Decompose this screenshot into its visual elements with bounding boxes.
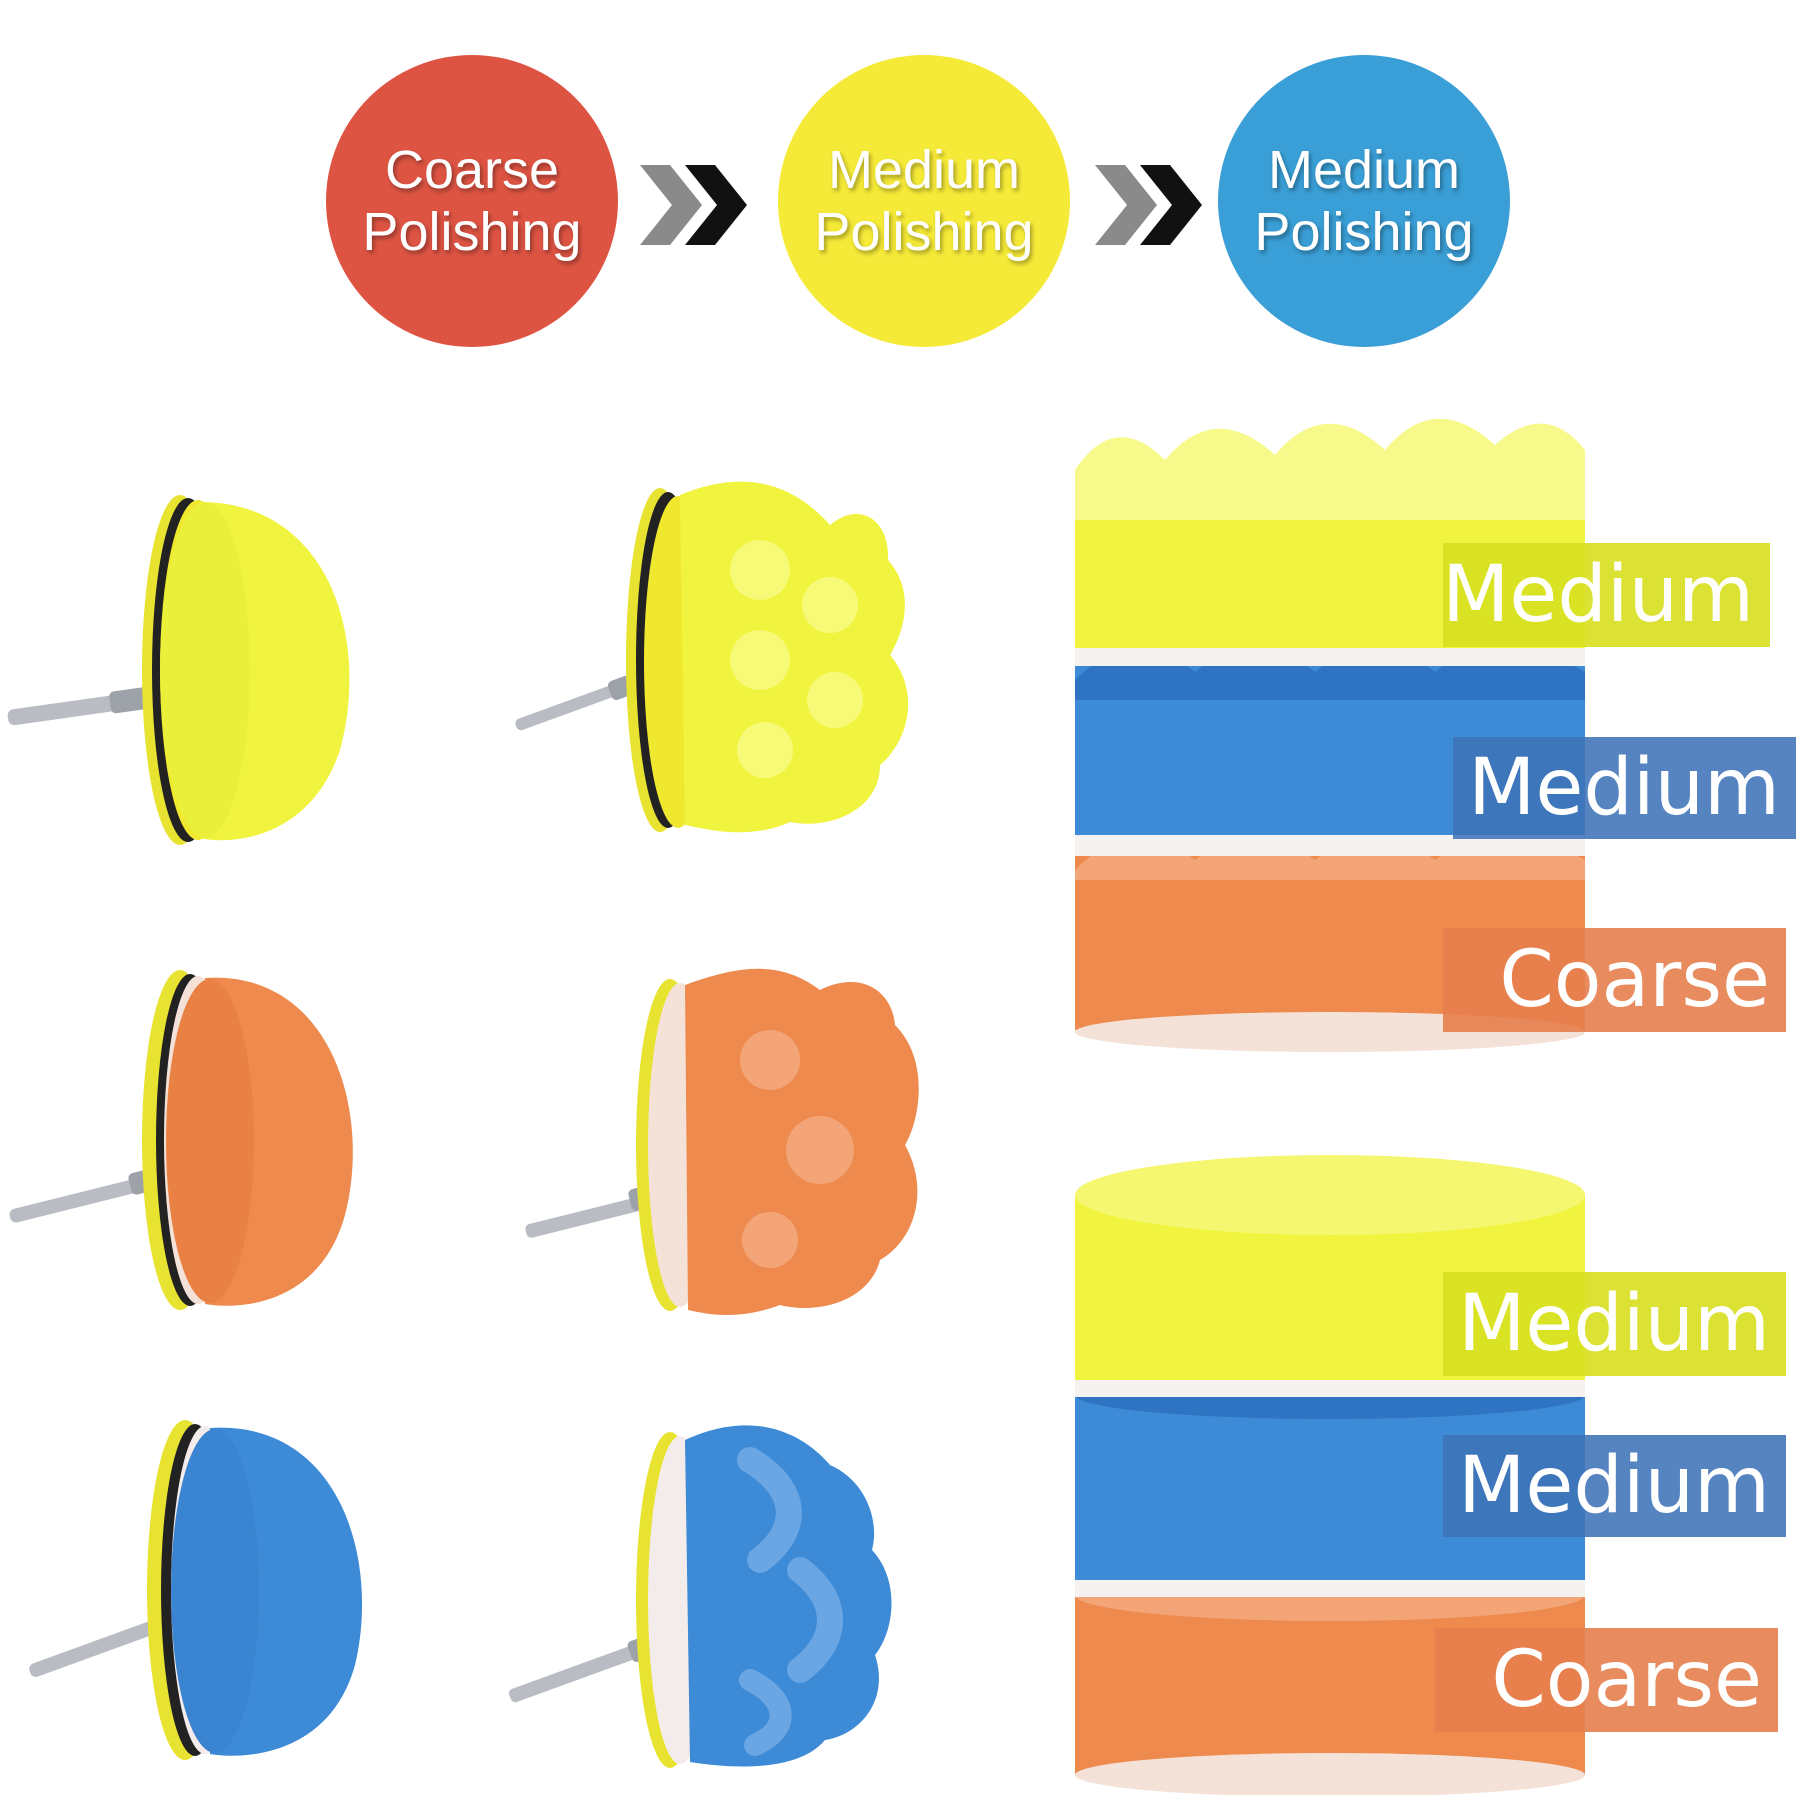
step-3-line-1: Medium [1267, 140, 1461, 200]
waffle-orange-pad [520, 920, 980, 1340]
label-top-medium-blue: Medium [1453, 737, 1796, 839]
flat-blue-pad [20, 1370, 400, 1790]
flat-orange-pad [0, 910, 380, 1330]
double-chevron-right-icon [1095, 165, 1202, 245]
label-top-medium-yellow: Medium [1442, 543, 1770, 647]
step-2-line-2: Polishing [814, 202, 1034, 262]
step-1-line-1: Coarse [384, 140, 560, 200]
wave-pad-stack [1075, 418, 1585, 1052]
step-1-line-2: Polishing [362, 202, 582, 262]
step-3-line-2: Polishing [1254, 202, 1474, 262]
flat-yellow-pad [0, 440, 380, 860]
step-medium-polishing-blue: Medium Polishing [1218, 55, 1510, 347]
label-bottom-medium-yellow: Medium [1443, 1272, 1786, 1376]
waffle-blue-pad [500, 1370, 960, 1790]
waffle-yellow-pad [510, 430, 970, 860]
label-bottom-medium-blue: Medium [1443, 1435, 1786, 1537]
step-medium-polishing-yellow: Medium Polishing [778, 55, 1070, 347]
label-bottom-coarse-orange: Coarse [1435, 1628, 1778, 1732]
label-top-coarse-orange: Coarse [1443, 928, 1786, 1032]
step-coarse-polishing: Coarse Polishing [326, 55, 618, 347]
double-chevron-right-icon [640, 165, 747, 245]
step-2-line-1: Medium [827, 140, 1021, 200]
